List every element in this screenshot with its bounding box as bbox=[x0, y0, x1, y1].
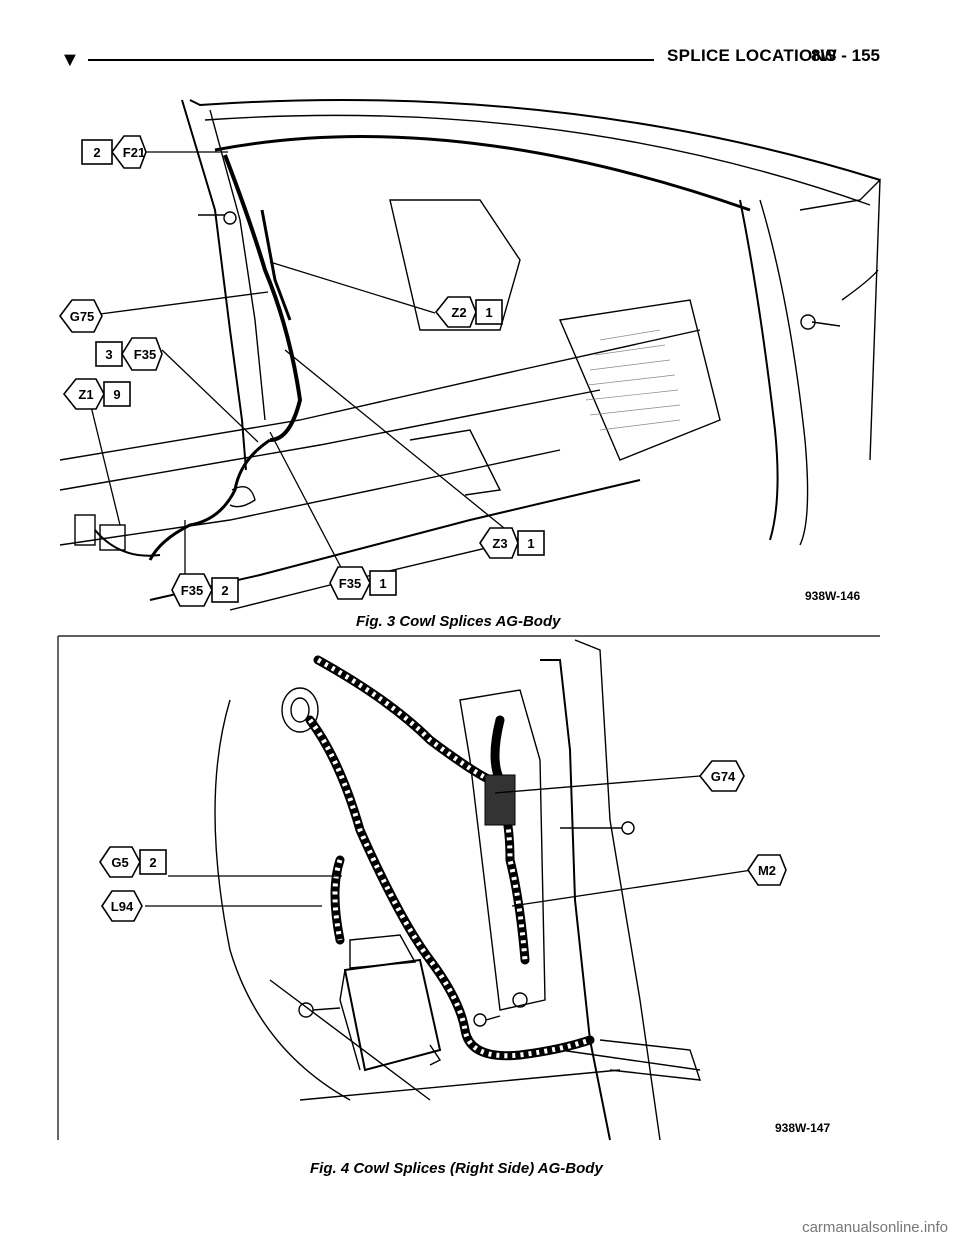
callout-f35-3-code: F35 bbox=[134, 347, 156, 362]
page-header: ▼ SPLICE LOCATIONS 8W - 155 bbox=[52, 46, 880, 70]
callout-f35-3-num: 3 bbox=[105, 347, 112, 362]
page-number: 8W - 155 bbox=[811, 46, 880, 65]
callout-f35-2-code: F35 bbox=[181, 583, 203, 598]
callout-f21-code: F21 bbox=[123, 145, 145, 160]
figure-4-code: 938W-147 bbox=[775, 1121, 830, 1135]
callout-g5-num: 2 bbox=[149, 855, 156, 870]
callout-g5-code: G5 bbox=[111, 855, 128, 870]
callout-z1-num: 9 bbox=[113, 387, 120, 402]
section-title: SPLICE LOCATIONS bbox=[667, 46, 837, 65]
watermark: carmanualsonline.info bbox=[802, 1219, 948, 1236]
callout-z1-code: Z1 bbox=[78, 387, 93, 402]
callout-z3-num: 1 bbox=[527, 536, 534, 551]
callout-z2-num: 1 bbox=[485, 305, 492, 320]
callout-f35-1-num: 1 bbox=[379, 576, 386, 591]
callout-m2-code: M2 bbox=[758, 863, 776, 878]
figure-4-caption: Fig. 4 Cowl Splices (Right Side) AG-Body bbox=[310, 1160, 603, 1177]
callout-g75-code: G75 bbox=[70, 309, 95, 324]
callout-z2-code: Z2 bbox=[451, 305, 466, 320]
callout-g74-code: G74 bbox=[711, 769, 736, 784]
header-rule bbox=[88, 59, 654, 61]
callout-f35-2-num: 2 bbox=[221, 583, 228, 598]
figure-3-illustration: 2 F21 G75 Z2 1 3 F35 Z1 9 Z3 1 F35 2 F35… bbox=[59, 99, 881, 611]
callout-z3-code: Z3 bbox=[492, 536, 507, 551]
callout-l94-code: L94 bbox=[111, 899, 134, 914]
figure-3-caption: Fig. 3 Cowl Splices AG-Body bbox=[356, 613, 561, 630]
callout-f35-1-code: F35 bbox=[339, 576, 361, 591]
figure-3-code: 938W-146 bbox=[805, 589, 860, 603]
triangle-marker-icon: ▼ bbox=[60, 49, 80, 71]
callout-f21-num: 2 bbox=[93, 145, 100, 160]
